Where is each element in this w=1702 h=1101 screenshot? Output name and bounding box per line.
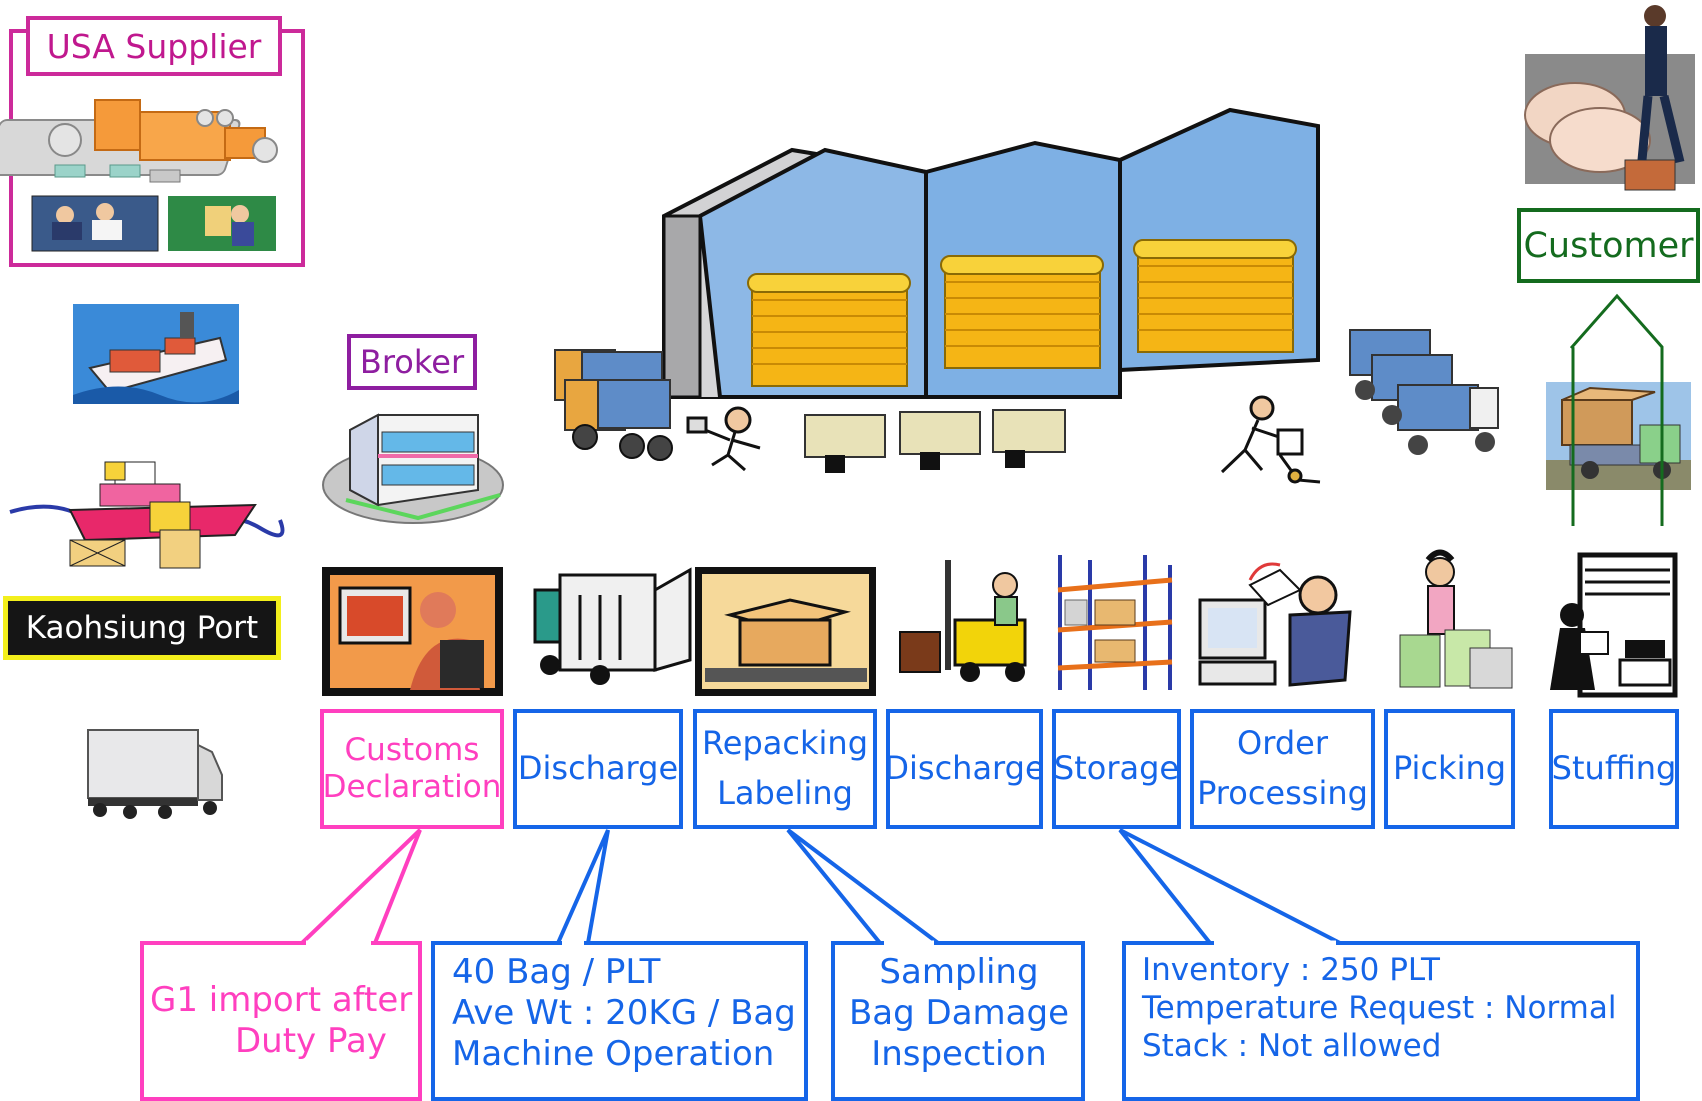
- hand-truck-icon: [1220, 395, 1321, 484]
- truck-fleet-icon: [1349, 329, 1499, 455]
- callout-customs-text: G1 import after Duty Pay: [150, 980, 413, 1062]
- step-customs-declaration: Customs Declaration: [320, 709, 504, 829]
- supplier-frame: [9, 29, 305, 267]
- box-conveyor-icon: [695, 567, 876, 696]
- callout-storage-text: Inventory : 250 PLT Temperature Request …: [1142, 952, 1617, 1064]
- worker-running-icon: [686, 406, 761, 472]
- ship-icon: [73, 304, 239, 404]
- callout-discharge-text: 40 Bag / PLT Ave Wt : 20KG / Bag Machine…: [452, 952, 796, 1074]
- callout-pointers: [300, 828, 1341, 945]
- delivery-truck-icon: [554, 349, 673, 461]
- trailer-truck-icon: [87, 729, 223, 819]
- customer-label: Customer: [1517, 208, 1700, 283]
- customer-arrow: [1569, 293, 1664, 526]
- callout-storage-box: [1122, 941, 1640, 1101]
- broker-label: Broker: [347, 334, 477, 390]
- box-truck-icon: [1546, 382, 1691, 490]
- carrier-box-icon: [804, 409, 1066, 473]
- step-stuffing: Stuffing: [1549, 709, 1679, 829]
- supplier-label: USA Supplier: [26, 16, 282, 76]
- step-storage: Storage: [1052, 709, 1181, 829]
- step-repacking-labeling: Repacking Labeling: [693, 709, 877, 829]
- email-computer-icon: [1198, 562, 1352, 687]
- callout-discharge-box: [431, 941, 808, 1101]
- step-discharge: Discharge: [513, 709, 683, 829]
- callout-sampling-box: [831, 941, 1085, 1101]
- port-label: Kaohsiung Port: [3, 596, 281, 660]
- cargo-ship-icon: [9, 461, 285, 569]
- warehouse-icon: [662, 107, 1320, 399]
- forklift-icon: [899, 560, 1027, 682]
- step-order-processing: Order Processing: [1190, 709, 1375, 829]
- step-picking: Picking: [1384, 709, 1515, 829]
- step-discharge-second: Discharge: [884, 709, 1045, 829]
- picker-icon: [1399, 549, 1513, 689]
- stuffing-icon: [1550, 552, 1678, 698]
- farmer-pigs-icon: [1524, 5, 1695, 191]
- callout-sampling-text: Sampling Bag Damage Inspection: [848, 952, 1070, 1074]
- unloading-truck-icon: [533, 567, 692, 685]
- broker-building-icon: [322, 413, 504, 524]
- computer-operator-icon: [322, 567, 503, 696]
- factory-icon: [0, 99, 278, 183]
- workers-icon: [31, 195, 276, 252]
- storage-rack-icon: [1057, 555, 1173, 690]
- callout-customs-box: [140, 941, 422, 1101]
